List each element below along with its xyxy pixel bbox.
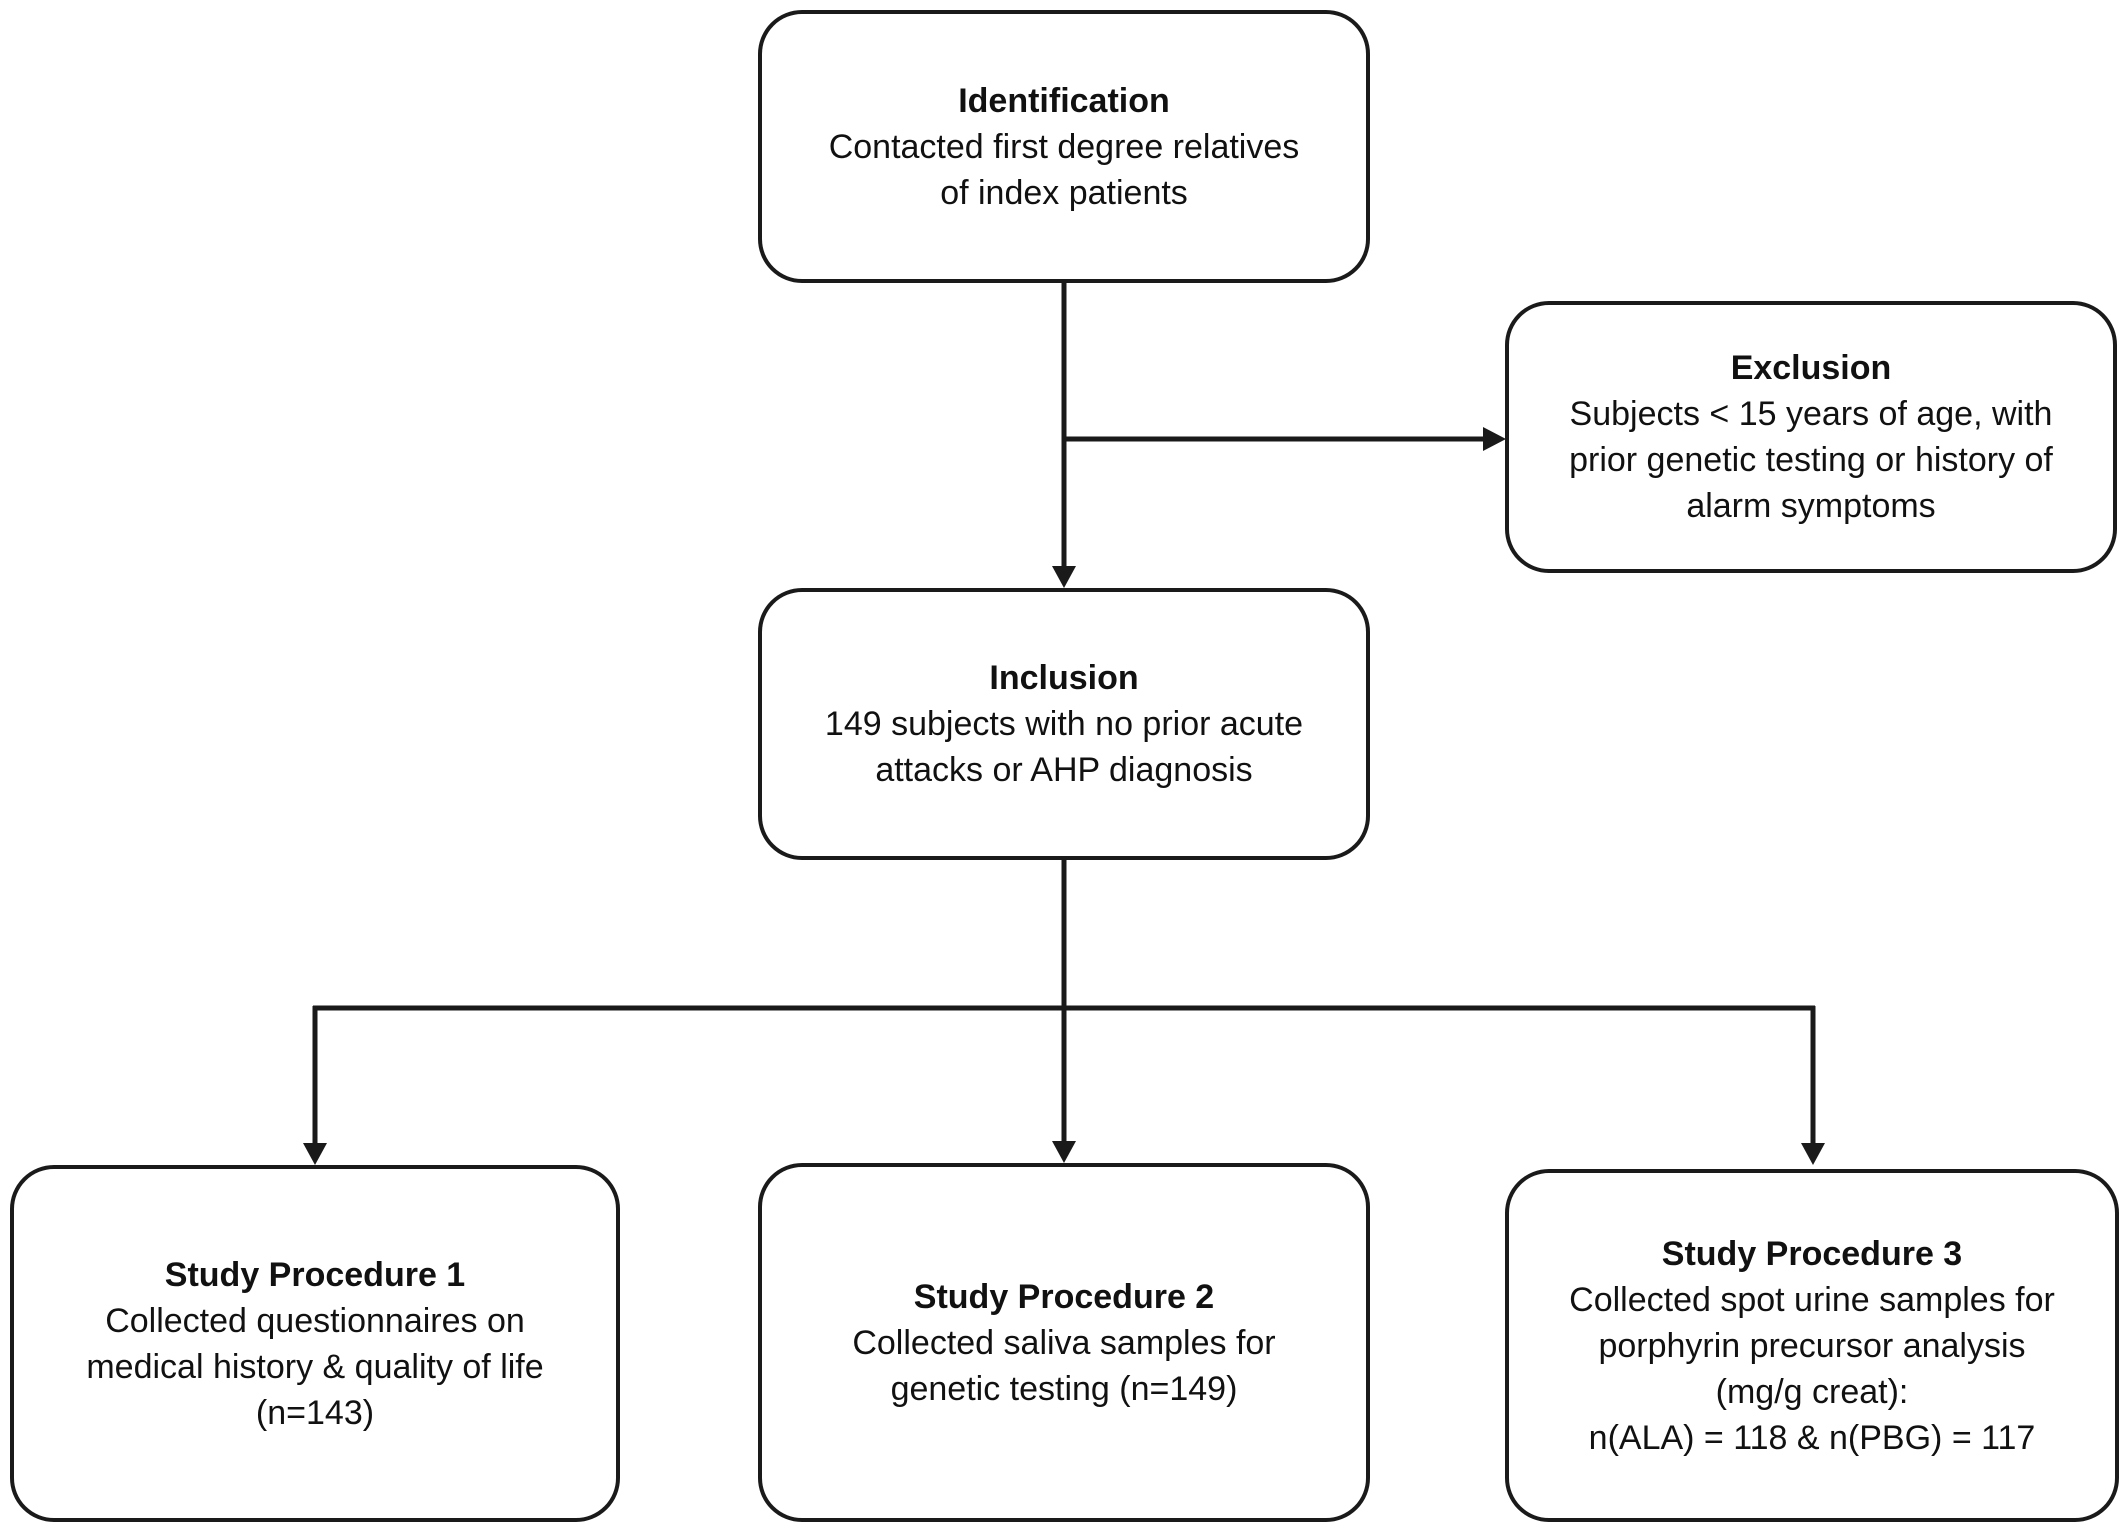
inclusion-line-1: 149 subjects with no prior acute [824, 705, 1304, 743]
procedure-1-line-3: (n=143) [255, 1393, 375, 1432]
arrowhead-procedure-3 [1801, 1143, 1825, 1165]
inclusion-box: Inclusion 149 subjects with no prior acu… [758, 588, 1370, 860]
exclusion-title: Exclusion [1730, 349, 1892, 387]
inclusion-line-2: attacks or AHP diagnosis [875, 751, 1253, 789]
exclusion-line-3: alarm symptoms [1686, 487, 1936, 525]
procedure-2-line-2: genetic testing (n=149) [890, 1369, 1238, 1408]
identification-box: Identification Contacted first degree re… [758, 10, 1370, 283]
identification-title: Identification [958, 81, 1170, 120]
procedure-2-title: Study Procedure 2 [913, 1277, 1215, 1316]
arrowhead-exclusion [1483, 427, 1506, 451]
exclusion-line-1: Subjects < 15 years of age, with [1569, 395, 2053, 433]
procedure-3-line-1: Collected spot urine samples for [1569, 1280, 2055, 1319]
procedure-2-box: Study Procedure 2 Collected saliva sampl… [758, 1163, 1370, 1522]
procedure-3-line-3: (mg/g creat): [1715, 1372, 1909, 1411]
procedure-1-line-1: Collected questionnaires on [105, 1301, 525, 1340]
procedure-3-line-2: porphyrin precursor analysis [1598, 1326, 2026, 1365]
inclusion-title: Inclusion [989, 659, 1139, 697]
identification-line-1: Contacted first degree relatives [828, 127, 1300, 166]
identification-line-2: of index patients [940, 173, 1188, 212]
procedure-3-box: Study Procedure 3 Collected spot urine s… [1505, 1169, 2119, 1522]
procedure-3-line-4: n(ALA) = 118 & n(PBG) = 117 [1588, 1418, 2036, 1457]
arrowhead-procedure-1 [303, 1143, 327, 1165]
procedure-3-title: Study Procedure 3 [1661, 1234, 1963, 1273]
exclusion-line-2: prior genetic testing or history of [1569, 441, 2053, 479]
procedure-1-box: Study Procedure 1 Collected questionnair… [10, 1165, 620, 1522]
arrowhead-inclusion [1052, 566, 1076, 588]
procedure-2-line-1: Collected saliva samples for [852, 1323, 1276, 1362]
exclusion-box: Exclusion Subjects < 15 years of age, wi… [1505, 301, 2117, 573]
procedure-1-line-2: medical history & quality of life [86, 1347, 544, 1386]
procedure-1-title: Study Procedure 1 [164, 1255, 466, 1294]
arrowhead-procedure-2 [1052, 1141, 1076, 1163]
